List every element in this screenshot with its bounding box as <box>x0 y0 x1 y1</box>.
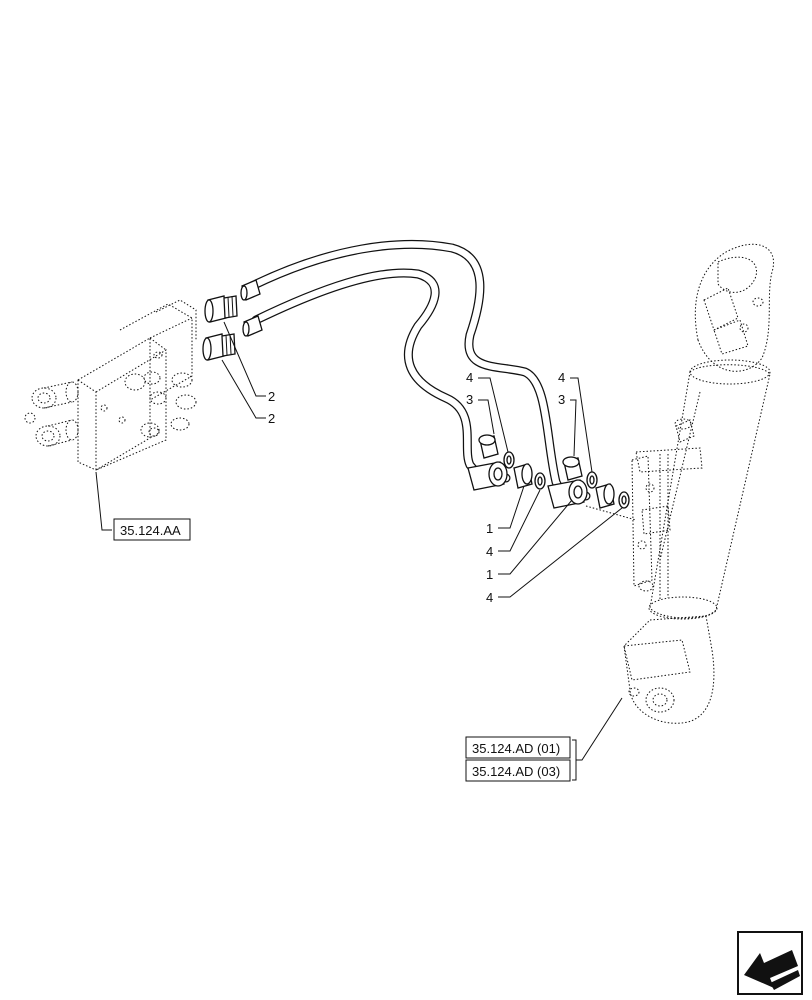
hydraulic-hose-outer <box>247 239 591 501</box>
callout-4-right: 4 <box>558 370 565 385</box>
seal-ring-right-upper <box>586 471 598 489</box>
reference-cylinder-03-label[interactable]: 35.124.AD (03) <box>472 764 560 779</box>
banjo-fitting-right <box>547 479 588 509</box>
leader-lines <box>95 321 623 781</box>
callout-4-left: 4 <box>466 370 473 385</box>
reference-box-valve[interactable]: 35.124.AA <box>113 518 191 541</box>
hydraulic-cylinder <box>623 243 774 724</box>
banjo-fitting-left <box>467 461 508 491</box>
callout-2-upper: 2 <box>268 389 275 404</box>
hose-end-lower <box>242 315 263 337</box>
hose-end-upper <box>240 279 261 301</box>
seal-ring-left-upper <box>503 451 515 469</box>
adapter-right <box>595 483 615 509</box>
callout-4-first: 4 <box>486 544 493 559</box>
reference-cylinder-01-label[interactable]: 35.124.AD (01) <box>472 741 560 756</box>
valve-block <box>24 299 197 471</box>
callout-3-left: 3 <box>466 392 473 407</box>
reference-valve-label[interactable]: 35.124.AA <box>120 523 181 538</box>
connector-fitting-upper <box>204 295 238 323</box>
callout-1-second: 1 <box>486 567 493 582</box>
callout-3-right: 3 <box>558 392 565 407</box>
banjo-bolt-right <box>562 456 583 481</box>
connector-fitting-lower <box>202 333 236 361</box>
seal-ring-right-lower <box>618 491 630 509</box>
reference-box-cylinder-01[interactable]: 35.124.AD (01) <box>465 736 571 759</box>
adapter-left <box>513 463 533 489</box>
reference-box-cylinder-03[interactable]: 35.124.AD (03) <box>465 759 571 782</box>
arrow-back-icon[interactable] <box>737 931 803 995</box>
seal-ring-left-lower <box>534 472 546 490</box>
callout-1-first: 1 <box>486 521 493 536</box>
callout-4-second: 4 <box>486 590 493 605</box>
hydraulic-hose-inner <box>251 268 511 483</box>
callout-2-lower: 2 <box>268 411 275 426</box>
banjo-bolt-left <box>478 434 499 459</box>
assembly-line <box>585 505 637 521</box>
